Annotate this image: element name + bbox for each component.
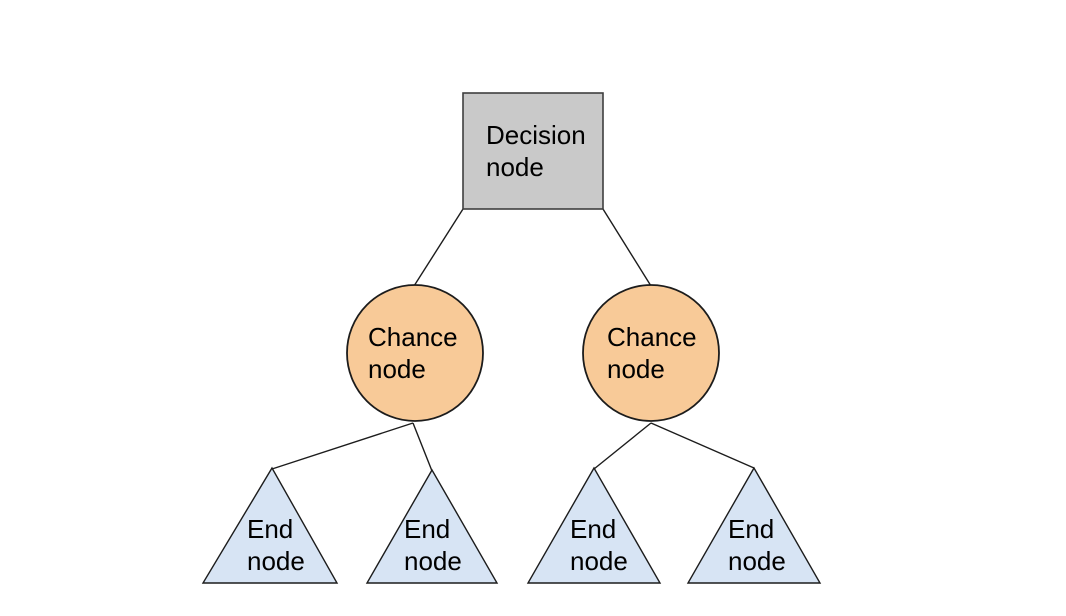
connector-chance-left-to-end-2 bbox=[412, 422, 433, 472]
decision-node-shape bbox=[462, 92, 604, 210]
connector-chance-left-to-end-1 bbox=[271, 422, 414, 470]
end-node-1-shape bbox=[201, 466, 339, 584]
end-node-3-shape bbox=[526, 466, 662, 584]
end-node-4-shape bbox=[686, 466, 822, 584]
connector-decision-to-chance-right bbox=[602, 208, 652, 287]
connector-chance-right-to-end-4 bbox=[650, 422, 755, 469]
connector-chance-right-to-end-3 bbox=[593, 422, 652, 470]
connector-lines bbox=[271, 208, 755, 472]
chance-node-right-shape bbox=[582, 284, 720, 422]
connector-decision-to-chance-left bbox=[413, 208, 464, 287]
chance-node-left-shape bbox=[346, 284, 484, 422]
end-node-2-shape bbox=[365, 468, 499, 584]
